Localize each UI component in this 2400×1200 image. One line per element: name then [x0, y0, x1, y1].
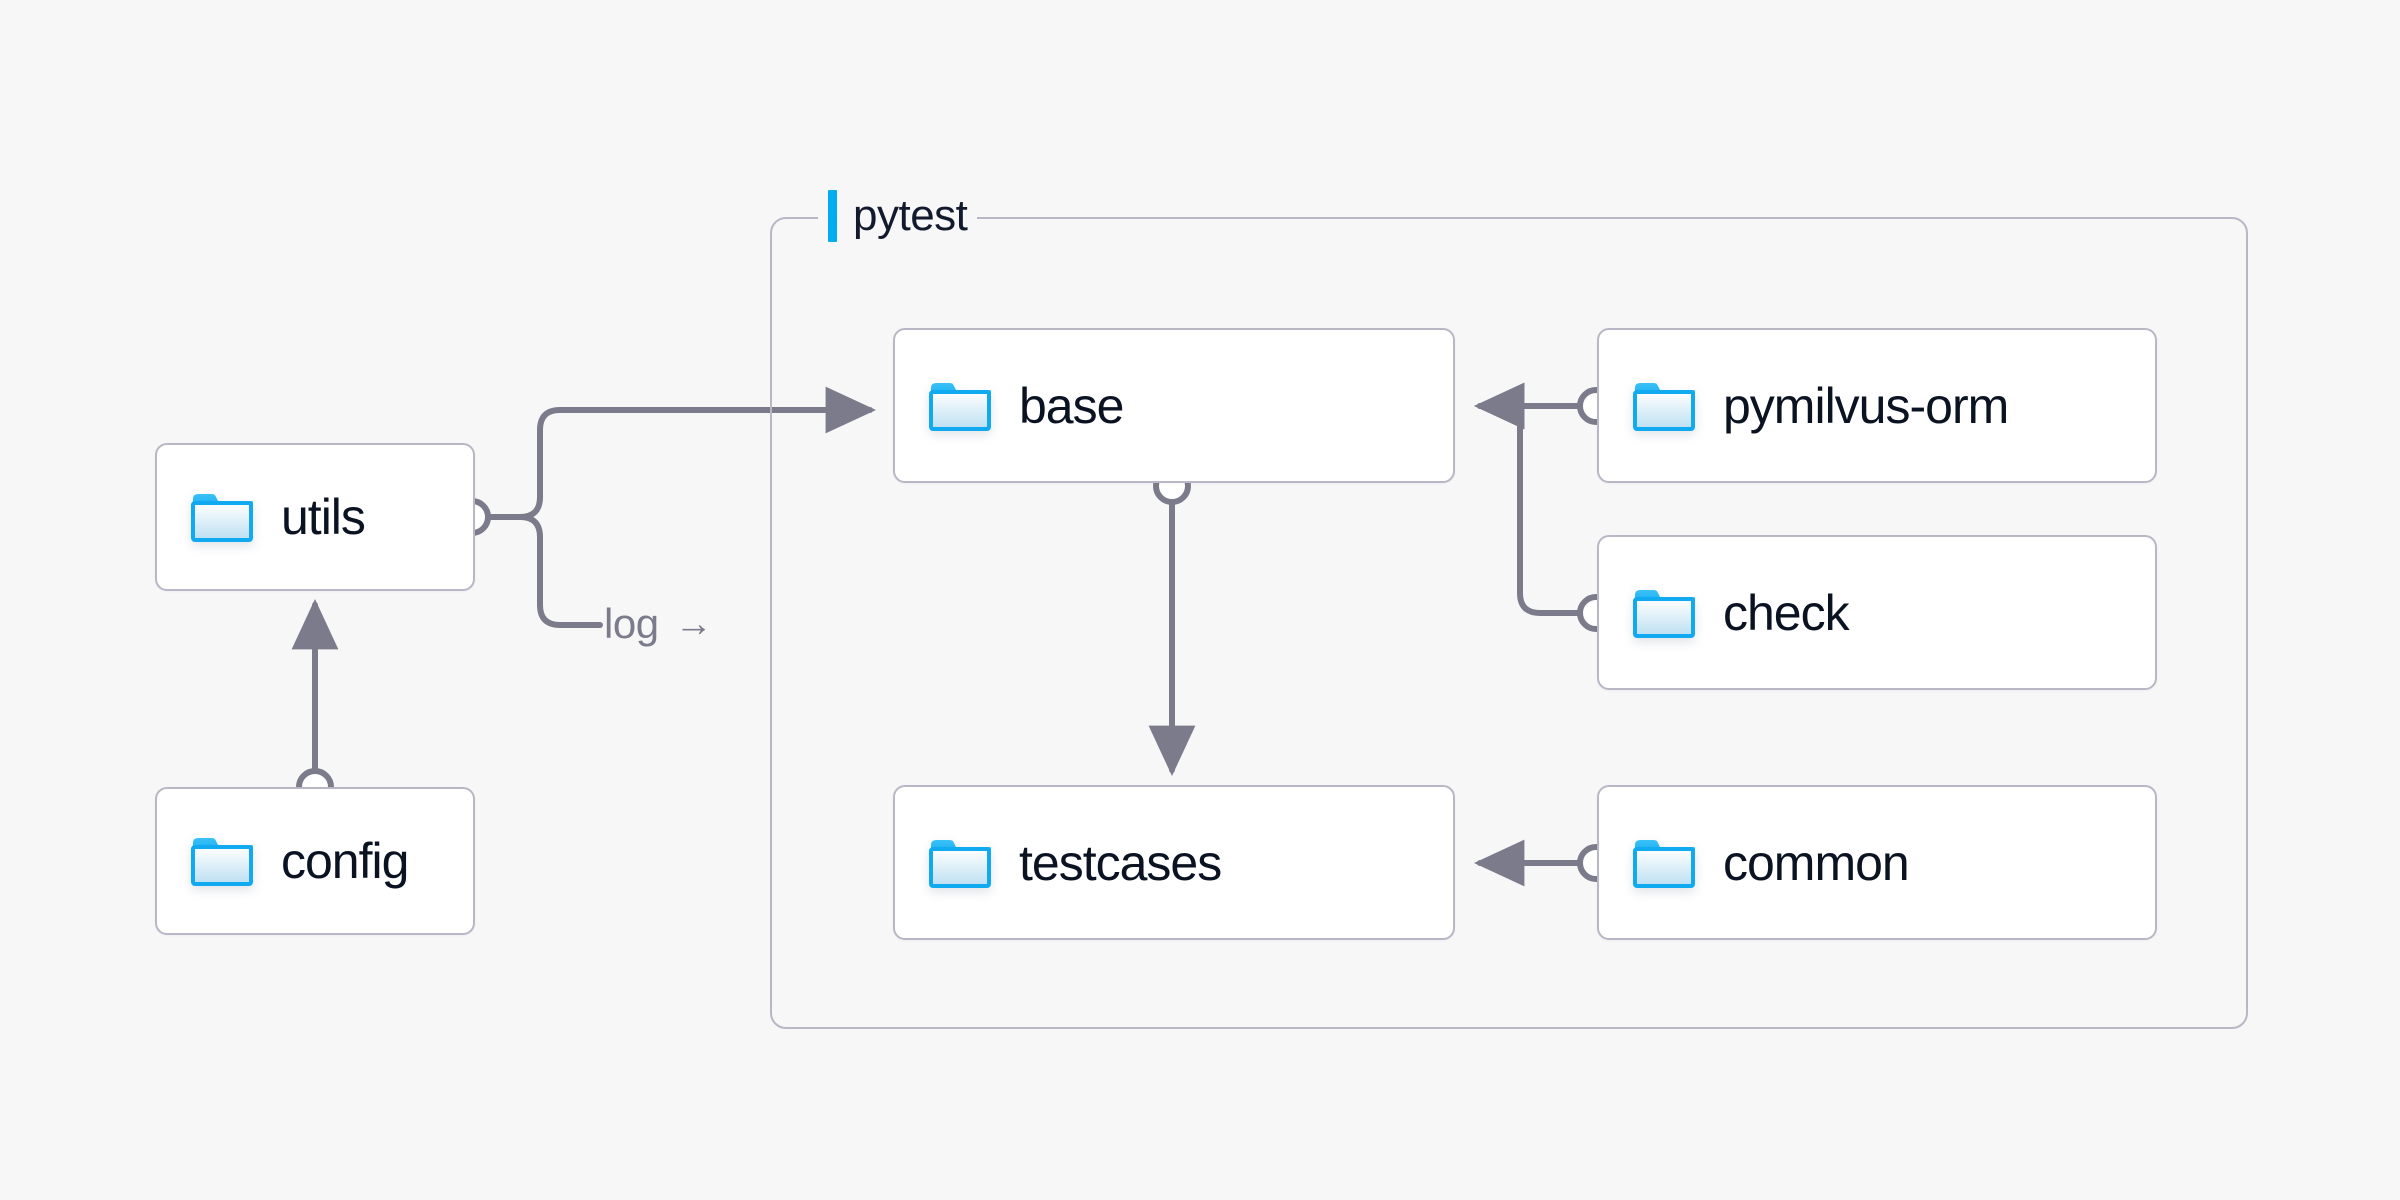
node-config[interactable]: config: [155, 787, 475, 935]
node-common[interactable]: common: [1597, 785, 2157, 940]
group-accent-bar: [828, 190, 837, 242]
group-title: pytest: [853, 191, 968, 240]
node-label: base: [1019, 377, 1124, 434]
node-label: testcases: [1019, 834, 1222, 891]
node-label: config: [281, 833, 409, 889]
node-label: utils: [281, 489, 366, 545]
edge-label-log: log →: [604, 600, 713, 648]
node-pymilvus-orm[interactable]: pymilvus-orm: [1597, 328, 2157, 483]
folder-icon: [1633, 837, 1695, 889]
node-check[interactable]: check: [1597, 535, 2157, 690]
folder-icon: [191, 491, 253, 543]
node-testcases[interactable]: testcases: [893, 785, 1455, 940]
folder-icon: [1633, 587, 1695, 639]
group-label-pytest: pytest: [818, 190, 978, 242]
folder-icon: [929, 380, 991, 432]
node-label: pymilvus-orm: [1723, 377, 2009, 434]
node-label: common: [1723, 834, 1910, 891]
node-utils[interactable]: utils: [155, 443, 475, 591]
folder-icon: [191, 835, 253, 887]
arrow-right-icon: →: [674, 603, 713, 645]
folder-icon: [1633, 380, 1695, 432]
edge-label-log-text: log: [604, 600, 659, 647]
node-label: check: [1723, 584, 1850, 641]
edge-utils-to-log: [487, 514, 603, 628]
node-base[interactable]: base: [893, 328, 1455, 483]
group-container-pytest: [770, 217, 2248, 1029]
folder-icon: [929, 837, 991, 889]
